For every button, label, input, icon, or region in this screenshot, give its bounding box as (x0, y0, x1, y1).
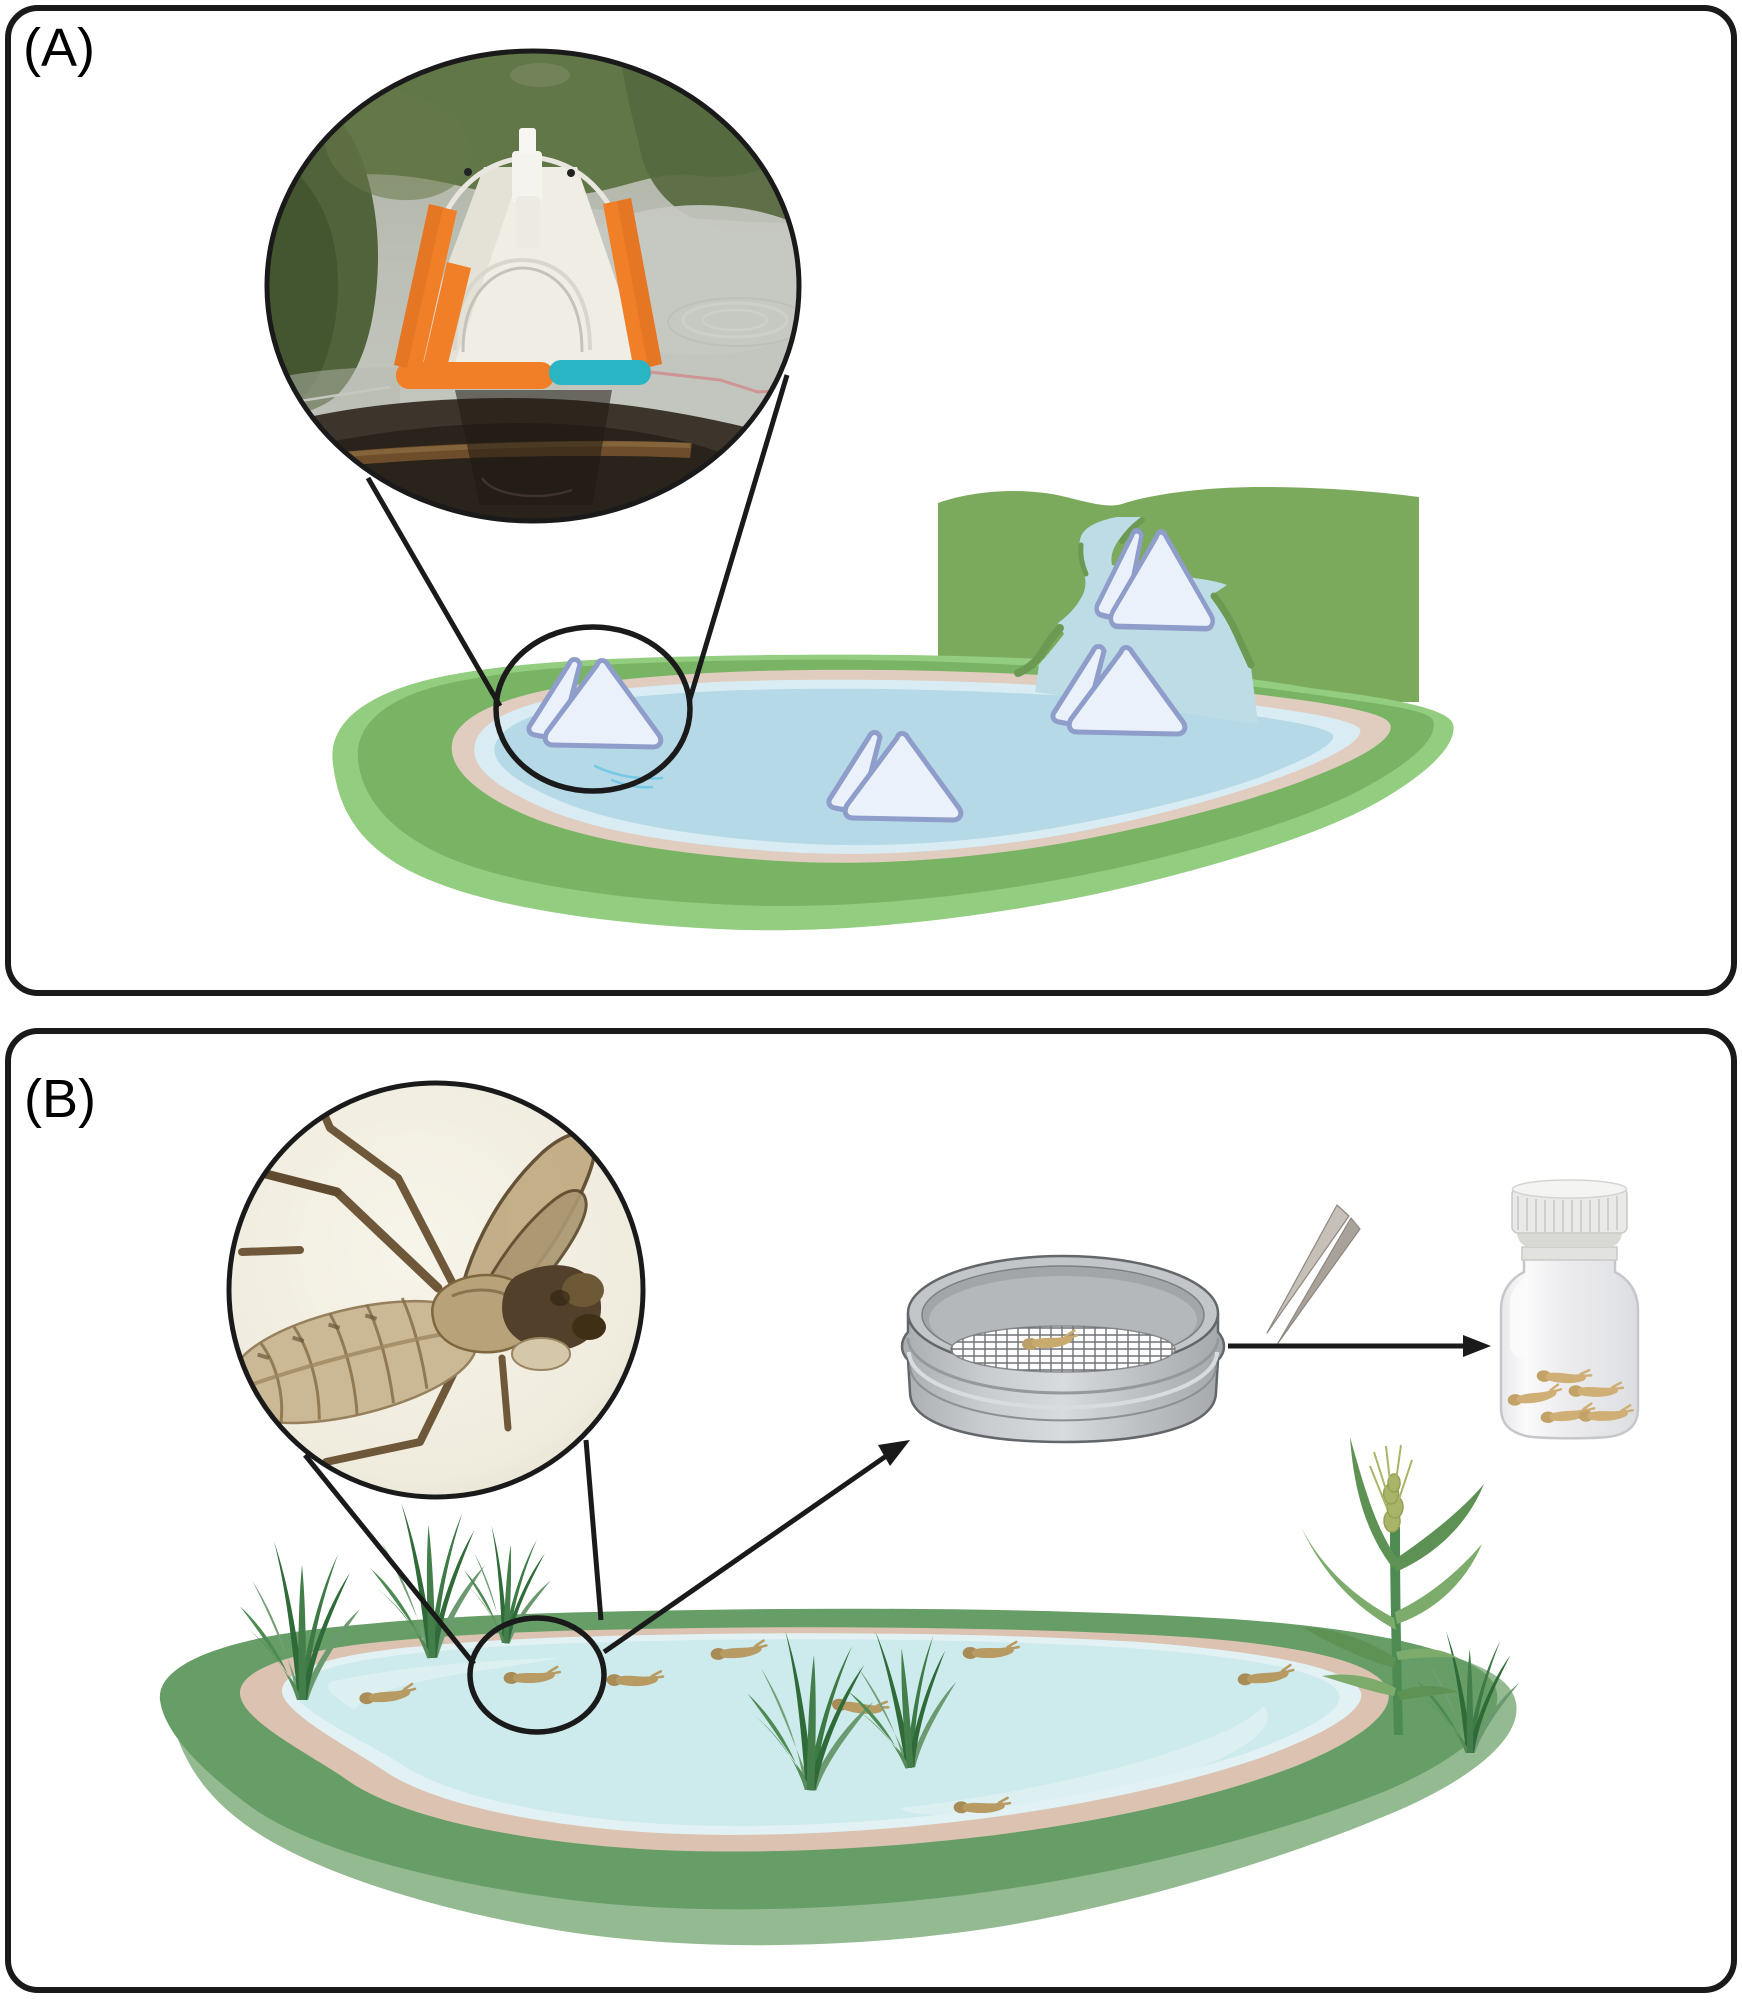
svg-text:(B): (B) (24, 1069, 96, 1129)
svg-text:(A): (A) (23, 18, 95, 78)
